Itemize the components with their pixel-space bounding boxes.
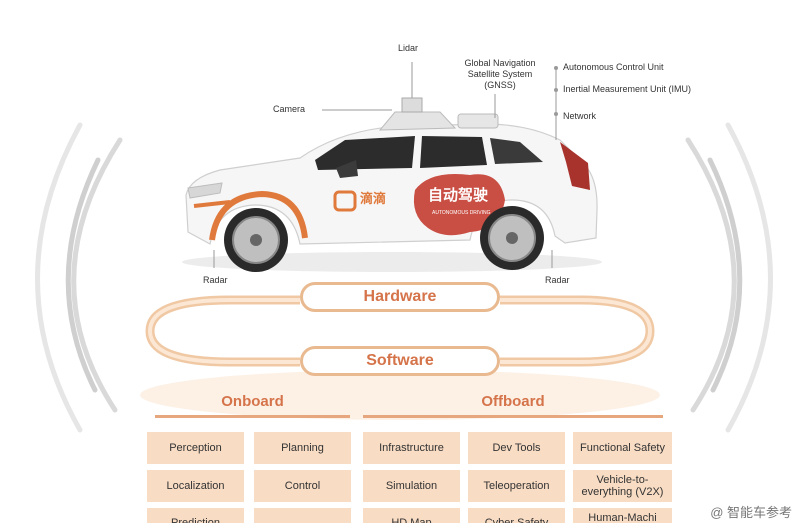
software-layer: Software: [300, 346, 500, 376]
onboard-rule: [155, 415, 350, 418]
onboard-tile-perception: Perception: [147, 432, 244, 464]
offboard-tile-teleoperation: Teleoperation: [468, 470, 565, 502]
didi-brand: 滴滴: [360, 191, 387, 206]
onboard-tile-planning: Planning: [254, 432, 351, 464]
offboard-tile-hd-map: HD Map: [363, 508, 460, 523]
offboard-tile-human-machine: Human-Machi: [573, 508, 672, 523]
offboard-tile-v2x: Vehicle-to-everything (V2X): [573, 470, 672, 502]
callout-lines: [213, 62, 557, 268]
offboard-tile-simulation: Simulation: [363, 470, 460, 502]
offboard-tile-dev-tools: Dev Tools: [468, 432, 565, 464]
gnss-label: Global Navigation Satellite System (GNSS…: [455, 58, 545, 91]
watermark: @ 智能车参考: [708, 502, 794, 521]
onboard-title: Onboard: [221, 393, 284, 410]
hardware-label: Hardware: [363, 288, 437, 305]
offboard-tile-infrastructure: Infrastructure: [363, 432, 460, 464]
signal-waves-right: [685, 122, 773, 433]
autonomous-brand-en: AUTONOMOUS DRIVING: [432, 210, 491, 216]
gnss-line-2: Satellite System: [467, 69, 533, 79]
offboard-rule: [363, 415, 663, 418]
car-illustration: [185, 97, 598, 272]
radar-left-label: Radar: [203, 275, 228, 285]
onboard-tile-unlabeled: [254, 508, 351, 523]
radar-right-label: Radar: [545, 275, 570, 285]
autonomous-brand-cn: 自动驾驶: [428, 187, 489, 204]
offboard-title: Offboard: [481, 393, 545, 410]
onboard-tile-localization: Localization: [147, 470, 244, 502]
gnss-line-1: Global Navigation: [464, 58, 536, 68]
offboard-tile-functional-safety: Functional Safety: [573, 432, 672, 464]
hardware-layer: Hardware: [300, 282, 500, 312]
camera-label: Camera: [273, 104, 306, 114]
network-label: Network: [563, 111, 597, 121]
signal-waves-left: [35, 122, 123, 433]
onboard-tile-prediction: Prediction: [147, 508, 244, 523]
lidar-label: Lidar: [398, 43, 419, 53]
onboard-tile-control: Control: [254, 470, 351, 502]
imu-label: Inertial Measurement Unit (IMU): [563, 84, 692, 94]
software-label: Software: [366, 352, 434, 369]
gnss-line-3: (GNSS): [484, 80, 516, 90]
acu-label: Autonomous Control Unit: [563, 62, 664, 72]
offboard-tile-cyber-safety: Cyber Safety: [468, 508, 565, 523]
